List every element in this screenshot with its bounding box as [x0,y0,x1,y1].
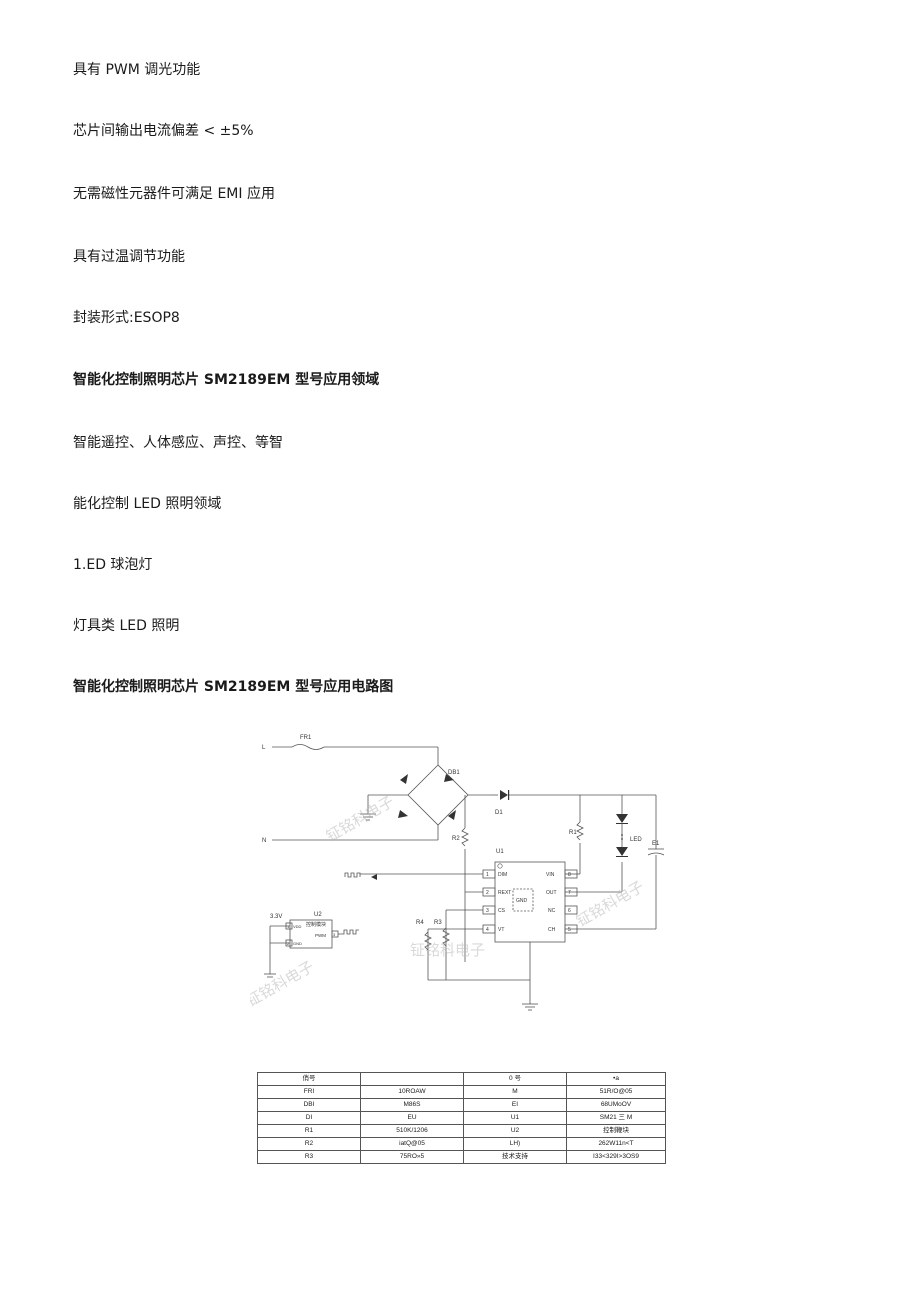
bom-table: 俏号 0 号 •a FRI 10ROAW M 51R/O@05 DBI M86S… [257,1072,666,1164]
table-cell: iatQ@05 [360,1137,464,1151]
label-u1: U1 [496,849,504,855]
label-r3: R3 [434,920,442,926]
table-cell: EI [463,1098,567,1112]
u2-pin-gnd: GND [293,941,302,946]
table-cell: R3 [257,1150,361,1164]
heading-applications: 智能化控制照明芯片 SM2189EM 型号应用领域 [73,372,380,388]
pin-ch: CH [548,927,556,933]
table-row: DBI M86S EI 68UMoOV [257,1098,666,1112]
application-item: 1.ED 球泡灯 [73,557,153,573]
table-cell: DI [257,1111,361,1125]
pin-vt: VT [498,927,504,933]
table-cell: EU [360,1111,464,1125]
label-3v3: 3.3V [270,914,282,920]
feature-emi: 无需磁性元器件可满足 EMI 应用 [73,186,275,202]
table-cell: •a [566,1072,666,1086]
pin-num: 6 [568,908,571,914]
table-cell: 技术支持 [463,1150,567,1164]
label-r4: R4 [416,920,424,926]
label-fr1: FR1 [300,735,312,741]
pin-cs: CS [498,908,506,914]
table-row: DI EU U1 SM21 三 M [257,1111,666,1125]
label-control-module: 控制模块 [306,921,326,928]
table-cell [360,1072,464,1086]
table-cell: I33<329I>3OS9 [566,1150,666,1164]
table-cell: 51R/O@05 [566,1085,666,1099]
label-gnd: GND [516,898,528,904]
pin-nc: NC [548,908,556,914]
watermark: 钲铭科电子 [410,942,485,959]
application-circuit-diagram: L N FR1 DB1 D1 R1 R2 R3 R4 U1 U2 E1 LED … [250,735,665,1010]
feature-pwm-dimming: 具有 PWM 调光功能 [73,62,201,78]
u2-pin-vdd: VDD [293,924,302,929]
table-cell: 俏号 [257,1072,361,1086]
feature-package: 封装形式:ESOP8 [73,310,180,326]
label-r2: R2 [452,836,460,842]
feature-current-deviation: 芯片间输出电流偏差 < ±5% [73,123,254,139]
feature-over-temp: 具有过温调节功能 [73,249,185,265]
label-l: L [262,745,266,751]
pin-num: 8 [568,872,571,878]
table-cell: LH) [463,1137,567,1151]
table-row: FRI 10ROAW M 51R/O@05 [257,1085,666,1099]
pin-num: 2 [486,890,489,896]
pin-num: 3 [486,908,489,914]
table-cell: M [463,1085,567,1099]
pin-num: 5 [568,927,571,933]
table-cell: 75RO»5 [360,1150,464,1164]
watermark: 钲铭科电子 [324,793,397,845]
application-item: 能化控制 LED 照明领域 [73,496,222,512]
table-cell: 0 号 [463,1072,567,1086]
pin-num: 7 [568,890,571,896]
pin-vin: VIN [546,872,555,878]
table-row: 俏号 0 号 •a [257,1072,666,1086]
table-cell: 68UMoOV [566,1098,666,1112]
pin-out: OUT [546,890,557,896]
table-cell: M86S [360,1098,464,1112]
table-cell: FRI [257,1085,361,1099]
u2-pin-num: 3 [333,932,336,937]
table-cell: 510K/1206 [360,1124,464,1138]
table-cell: 262W11n<T [566,1137,666,1151]
pin-rext: REXT [498,890,511,896]
label-d1: D1 [495,810,503,816]
table-cell: U2 [463,1124,567,1138]
table-cell: U1 [463,1111,567,1125]
u2-pin-num: 2 [287,941,290,946]
label-db1: DB1 [448,770,460,776]
label-n: N [262,838,266,844]
label-pwm: PWM [315,933,326,938]
label-e1: E1 [652,841,660,847]
label-r1: R1 [569,830,577,836]
label-led: LED [630,837,642,843]
table-cell: R1 [257,1124,361,1138]
u2-pin-num: 1 [287,924,290,929]
application-item: 智能遥控、人体感应、声控、等智 [73,435,283,451]
table-row: R1 510K/1206 U2 控制鞭块 [257,1124,666,1138]
watermark: 钲铭科电子 [574,878,647,930]
application-item: 灯具类 LED 照明 [73,618,180,634]
pin-num: 1 [486,872,489,878]
pin-num: 4 [486,927,489,933]
table-cell: 控制鞭块 [566,1124,666,1138]
table-cell: R2 [257,1137,361,1151]
table-cell: SM21 三 M [566,1111,666,1125]
heading-circuit: 智能化控制照明芯片 SM2189EM 型号应用电路图 [73,679,394,695]
watermark: 钲铭科电子 [250,958,317,1010]
table-row: R2 iatQ@05 LH) 262W11n<T [257,1137,666,1151]
table-cell: 10ROAW [360,1085,464,1099]
label-u2: U2 [314,912,322,918]
pin-dim: DIM [498,872,507,878]
table-row: R3 75RO»5 技术支持 I33<329I>3OS9 [257,1150,666,1164]
table-cell: DBI [257,1098,361,1112]
